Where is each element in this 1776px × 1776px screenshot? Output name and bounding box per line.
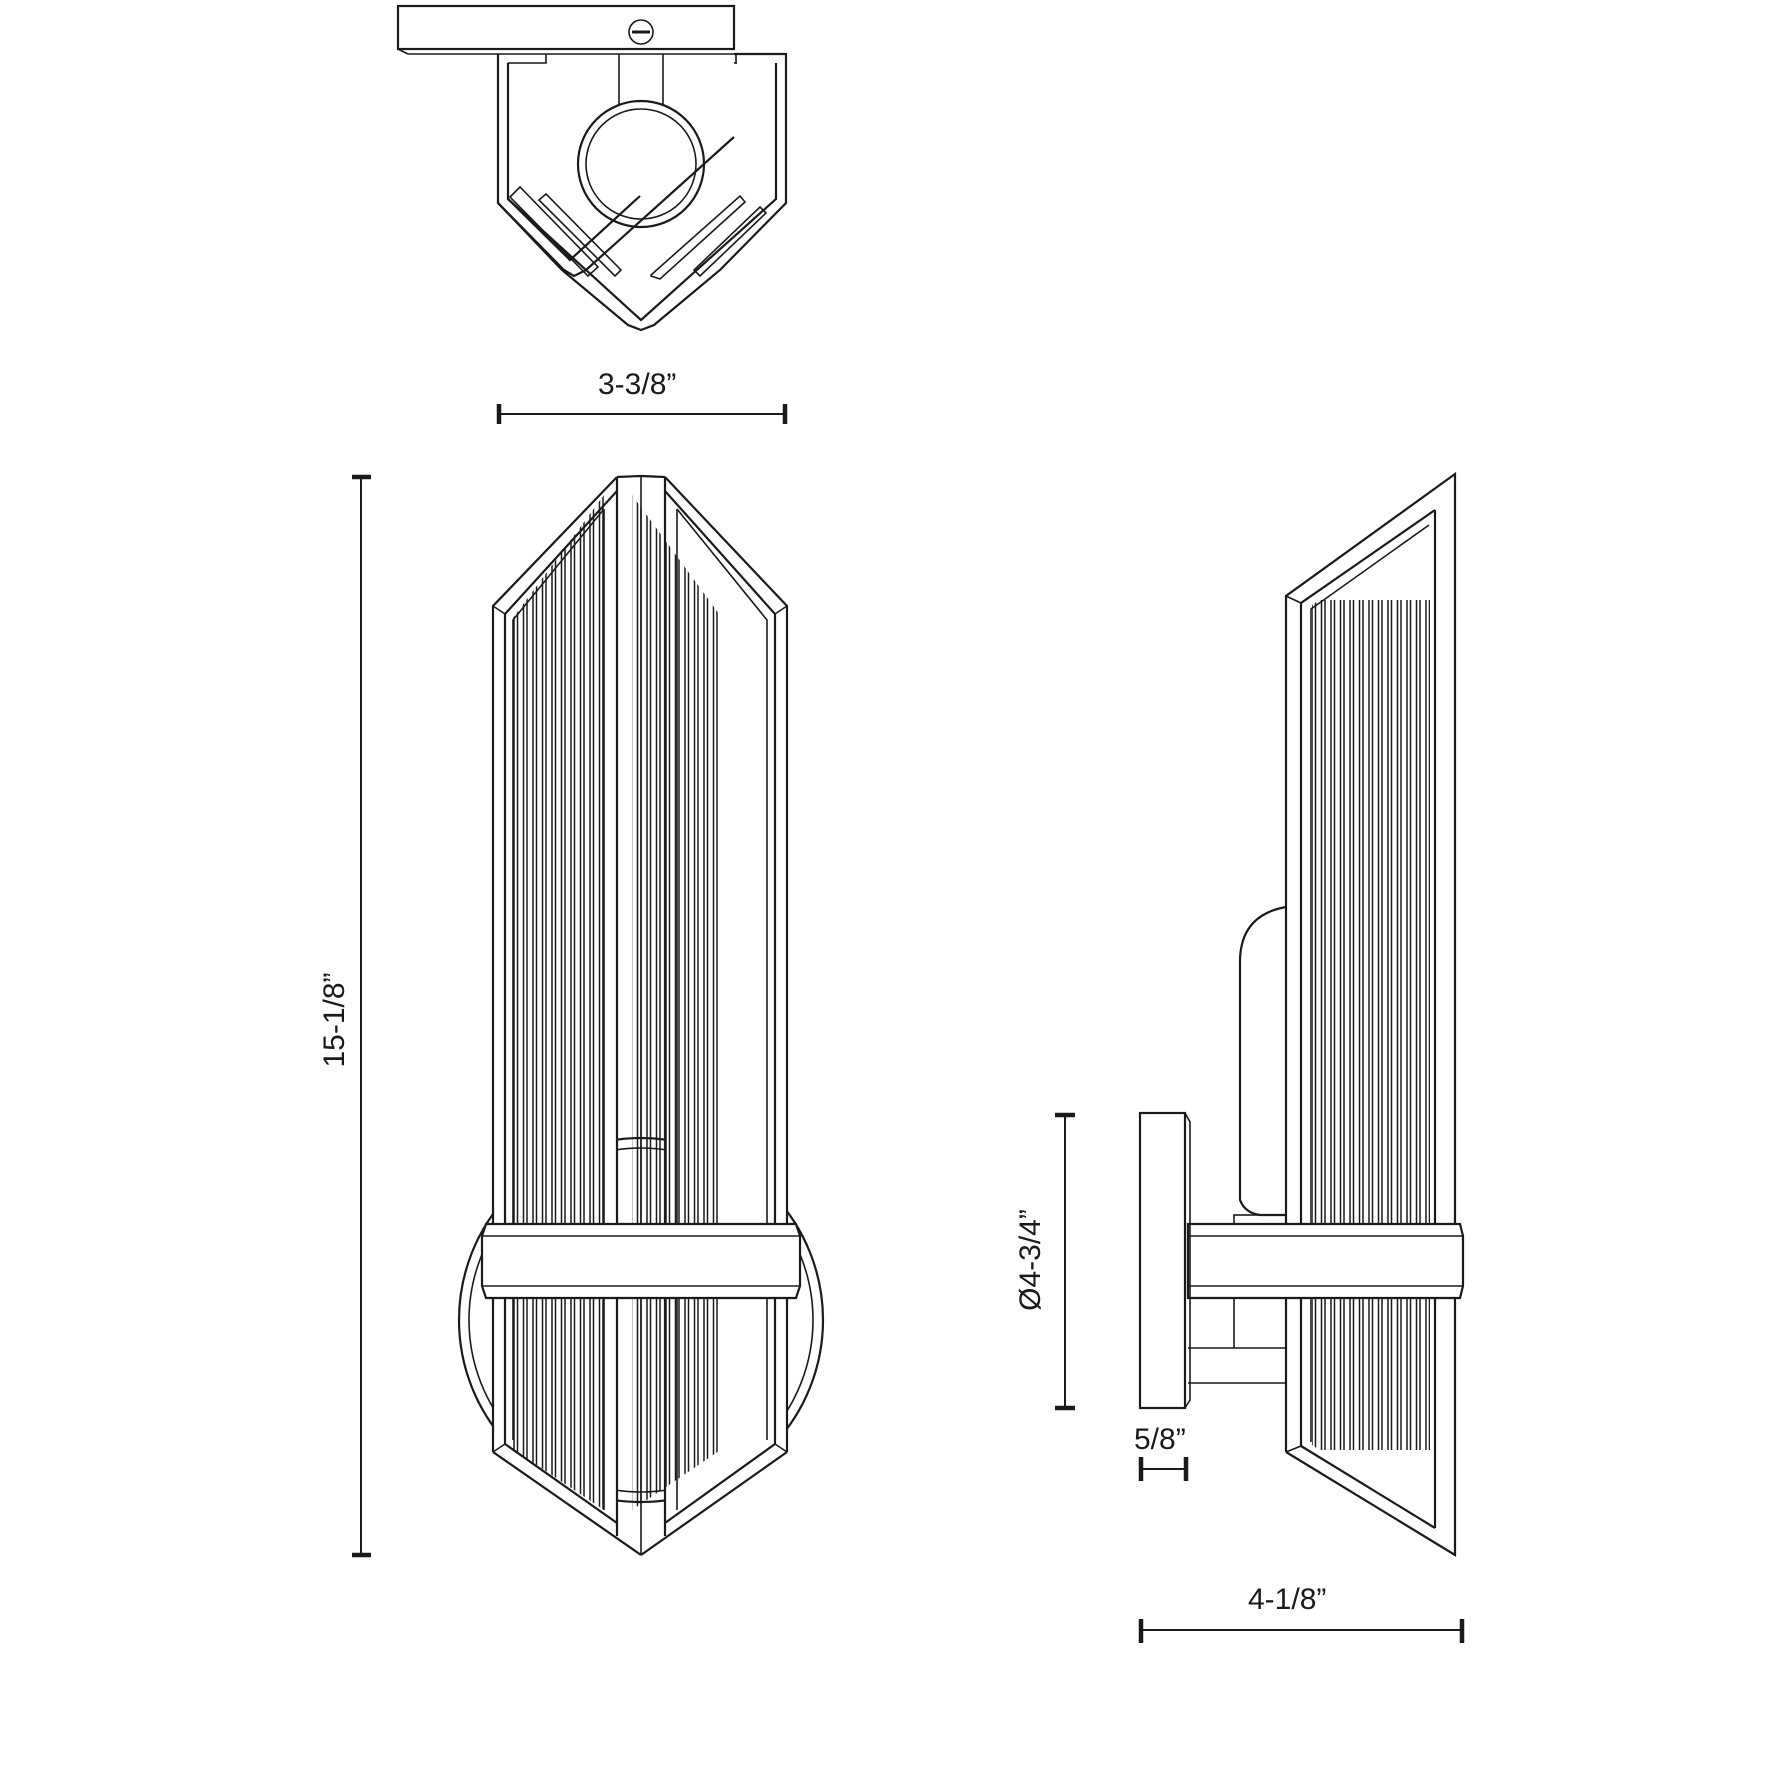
top-view <box>396 4 788 332</box>
side-wall-plate <box>1138 1111 1191 1410</box>
side-socket <box>1238 905 1287 1217</box>
dimension-height <box>352 474 371 1558</box>
label-height: 15-1/8” <box>318 972 351 1068</box>
label-width-top: 3-3/8” <box>598 368 677 401</box>
front-view <box>457 474 825 1556</box>
dimension-backplate-depth <box>1138 1457 1189 1481</box>
label-extension: 4-1/8” <box>1248 1583 1327 1616</box>
side-band <box>1186 1222 1465 1300</box>
socket-ring <box>576 99 706 229</box>
dimension-width-top <box>496 404 788 424</box>
front-band <box>480 1222 802 1300</box>
top-view-plate <box>396 4 736 51</box>
screw-icon <box>628 19 654 45</box>
side-view <box>1138 471 1465 1557</box>
top-view-bracket <box>496 54 735 278</box>
dimension-backplate-diameter <box>1055 1112 1075 1411</box>
label-backplate-diameter: Ø4-3/4” <box>1014 1209 1047 1311</box>
label-backplate-depth: 5/8” <box>1134 1423 1186 1456</box>
dimension-extension <box>1138 1619 1465 1643</box>
